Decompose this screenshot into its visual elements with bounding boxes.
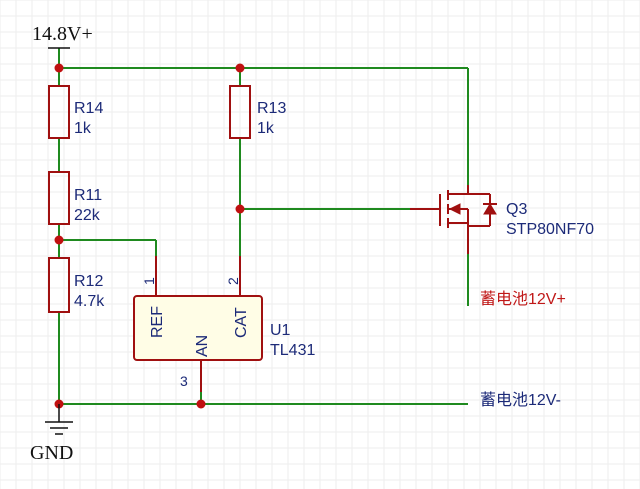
r11-value: 22k <box>74 207 101 224</box>
r13-value: 1k <box>257 120 275 137</box>
u1-pin-cat-name: CAT <box>233 307 250 338</box>
battery-positive-label: 蓄电池12V+ <box>480 290 566 308</box>
resistor-r14: R14 1k <box>48 85 103 139</box>
ic-u1-tl431: 1 2 3 REF CAT AN U1 TL431 <box>133 256 315 392</box>
r13-ref: R13 <box>257 100 286 117</box>
gnd-symbol: GND <box>30 404 73 464</box>
u1-pin2-number: 2 <box>225 277 241 285</box>
u1-value: TL431 <box>270 342 315 359</box>
junctions <box>54 63 245 409</box>
r12-value: 4.7k <box>74 293 105 310</box>
r14-ref: R14 <box>74 100 103 117</box>
vcc-net-label: 14.8V+ <box>32 23 93 45</box>
q3-ref: Q3 <box>506 201 527 218</box>
u1-ref: U1 <box>270 322 291 339</box>
r11-ref: R11 <box>74 187 102 204</box>
u1-pin3-number: 3 <box>180 373 188 389</box>
r12-ref: R12 <box>74 273 103 290</box>
vcc-net: 14.8V+ <box>32 23 93 49</box>
u1-pin1-number: 1 <box>141 277 157 285</box>
u1-pin-an-name: AN <box>194 335 211 357</box>
resistor-r13: R13 1k <box>229 85 286 139</box>
q3-value: STP80NF70 <box>506 221 594 238</box>
battery-negative-label: 蓄电池12V- <box>480 391 561 409</box>
gnd-label: GND <box>30 442 73 464</box>
r14-value: 1k <box>74 120 92 137</box>
resistor-r11: R11 22k <box>48 171 102 225</box>
resistor-r12: R12 4.7k <box>48 257 105 313</box>
u1-pin-ref-name: REF <box>149 306 166 338</box>
mosfet-q3: Q3 STP80NF70 <box>410 185 594 254</box>
